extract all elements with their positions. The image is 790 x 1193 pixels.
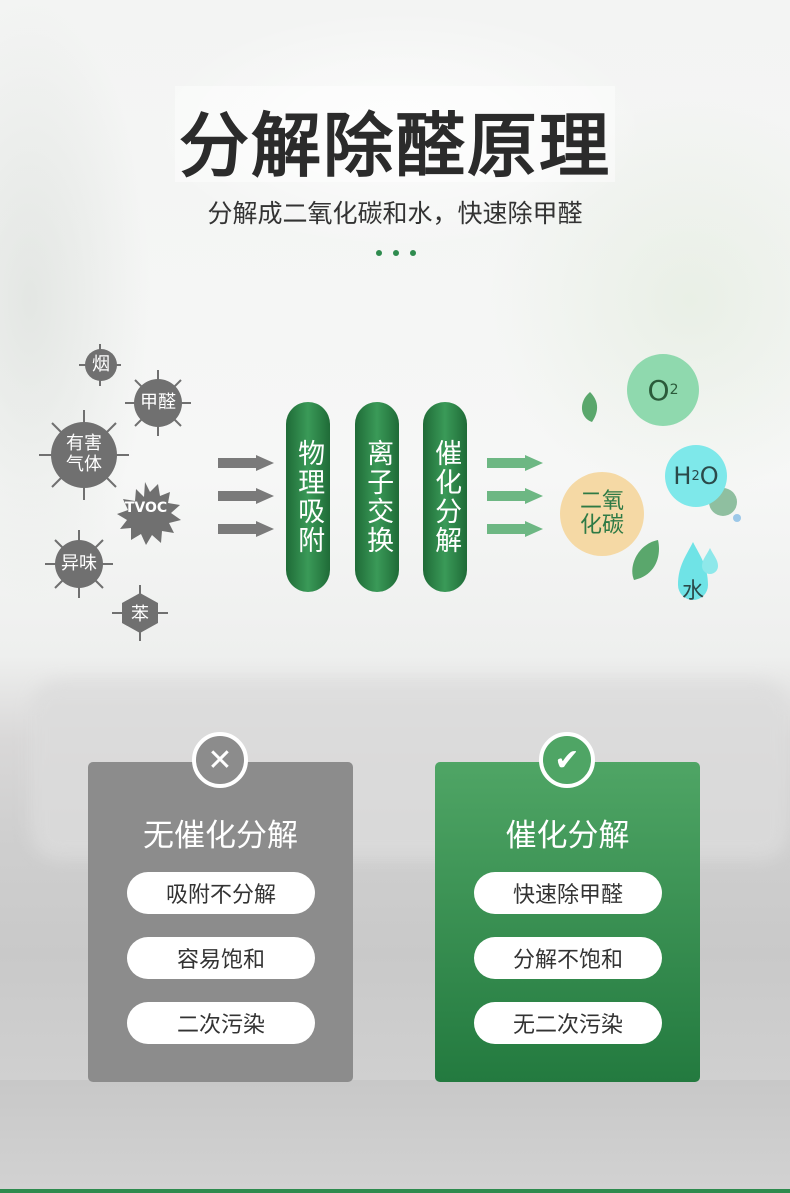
pollutant-harmful-gas-label: 有害气体 (66, 433, 102, 475)
check-icon: ✔ (539, 732, 595, 788)
water-drop-icon (702, 548, 718, 574)
gray-arrows (218, 455, 274, 537)
pollutant-odor: 异味 (55, 540, 103, 588)
arrow-right-icon (487, 455, 543, 471)
card-title: 无催化分解 (143, 818, 298, 854)
card-no-catalysis: ✕ 无催化分解 吸附不分解 容易饱和 二次污染 (88, 732, 353, 1082)
title-backdrop (175, 86, 615, 182)
water-label: 水 (681, 579, 704, 604)
card-item: 容易饱和 (127, 937, 315, 979)
x-icon: ✕ (192, 732, 248, 788)
arrow-right-icon (487, 521, 543, 537)
card-item: 二次污染 (127, 1002, 315, 1044)
o-symbol: O (699, 462, 719, 490)
co2-line: 二氧 (579, 488, 624, 514)
pollutant-spikes (39, 344, 191, 641)
stage-catalytic-decomposition: 催化分解 (423, 402, 467, 592)
card-item: 吸附不分解 (127, 872, 315, 914)
arrow-right-icon (487, 488, 543, 504)
card-item: 快速除甲醛 (474, 872, 662, 914)
pollutant-tvoc: TVOC (124, 500, 168, 516)
card-catalysis: ✔ 催化分解 快速除甲醛 分解不饱和 无二次污染 (435, 732, 700, 1082)
o2-subscript: 2 (669, 382, 679, 398)
page-title: 分解除醛原理 (179, 104, 611, 187)
leaf-icon (632, 540, 659, 580)
card-item: 分解不饱和 (474, 937, 662, 979)
stage-ion-exchange: 离子交换 (355, 402, 399, 592)
decorations (581, 392, 741, 600)
pollutant-formaldehyde: 甲醛 (134, 379, 182, 427)
page-subtitle: 分解成二氧化碳和水，快速除甲醛 (207, 199, 583, 228)
arrow-right-icon (218, 455, 274, 471)
pollutant-benzene: 苯 (131, 604, 149, 625)
co2-line: 化碳 (579, 513, 624, 538)
pollutant-harmful-gas: 有害气体 (51, 422, 117, 488)
h-symbol: H (673, 462, 692, 490)
water-drop-icon (678, 542, 708, 600)
co2-bubble: 二氧化碳 (560, 472, 644, 556)
background-floor (0, 1080, 790, 1190)
arrow-right-icon (218, 488, 274, 504)
bubble-icon (733, 514, 741, 522)
o2-symbol: O (647, 373, 670, 407)
tvoc-splat (117, 482, 181, 545)
card-item: 无二次污染 (474, 1002, 662, 1044)
pollutant-smoke: 烟 (85, 349, 117, 381)
green-arrows (487, 455, 543, 537)
leaf-icon (581, 392, 598, 422)
stage-physical-adsorption: 物理吸附 (286, 402, 330, 592)
arrow-right-icon (218, 521, 274, 537)
h2o-subscript: 2 (691, 468, 700, 484)
divider-dots (376, 250, 416, 262)
bottom-divider (0, 1189, 790, 1193)
card-title: 催化分解 (505, 818, 630, 854)
